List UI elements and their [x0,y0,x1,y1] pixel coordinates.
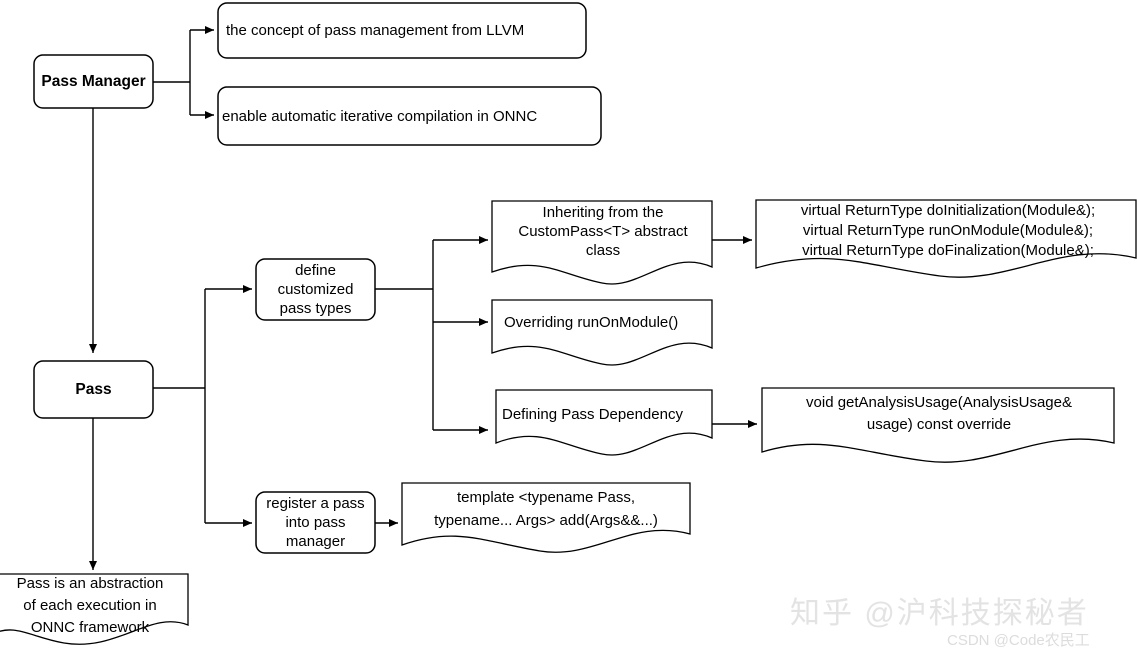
node-get-analysis-usage-doc[interactable] [761,387,1115,463]
node-enable-iterative[interactable] [217,86,602,146]
node-overriding-doc[interactable] [491,299,713,366]
node-register-pass[interactable] [255,491,376,554]
node-pass-abstraction-doc[interactable] [0,573,189,645]
node-define-customized[interactable] [255,258,376,321]
node-pass[interactable] [33,360,154,419]
node-inheriting-doc[interactable] [491,200,713,285]
watermark-zhihu: 知乎 @沪科技探秘者 [790,597,1089,630]
node-virtual-methods-doc[interactable] [755,199,1137,278]
node-concept-llvm[interactable] [217,2,587,59]
node-defining-dependency-doc[interactable] [495,389,713,456]
node-pass-manager[interactable] [33,54,154,109]
watermark-csdn: CSDN @Code农民工 [947,632,1090,649]
node-template-add-doc[interactable] [401,482,691,553]
